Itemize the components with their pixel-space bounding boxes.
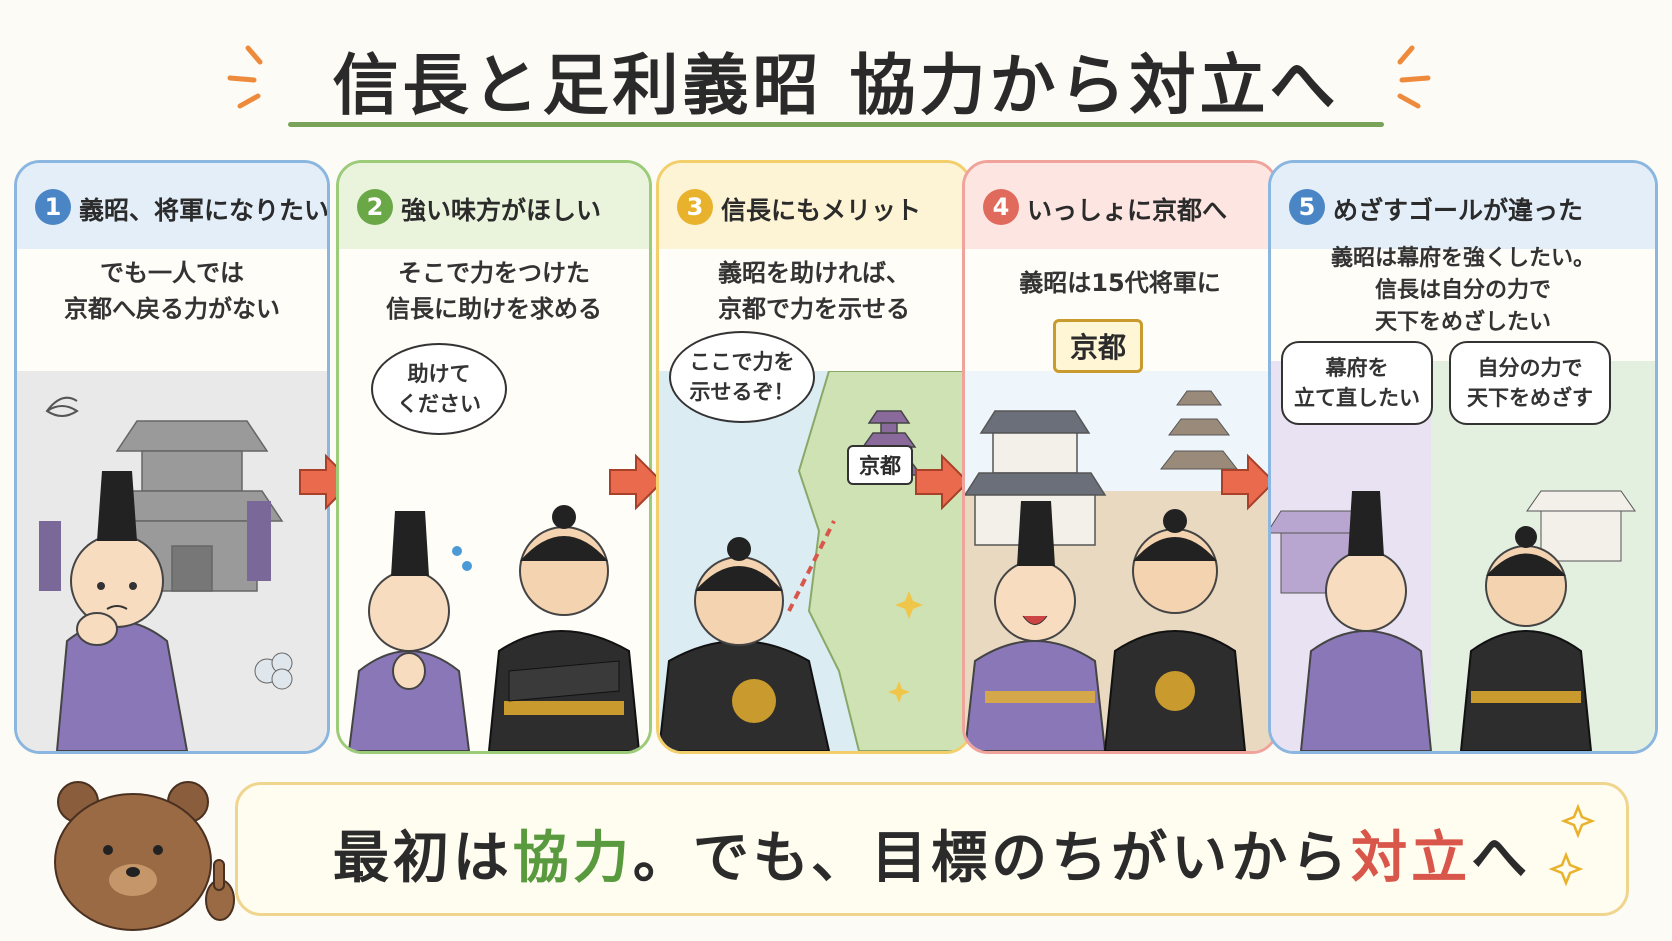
step-number: 3 — [677, 189, 713, 225]
panel-5-header: 5 めざすゴールが違った — [1271, 163, 1655, 249]
castle-icon — [100, 420, 284, 592]
panel-1-heading: 義昭、将軍になりたい — [79, 196, 330, 225]
panel-5: 5 めざすゴールが違った 義昭は幕府を強くしたい。 信長は自分の力で 天下をめざ… — [1268, 160, 1658, 754]
page-title: 信長と足利義昭 協力から対立へ — [332, 47, 1340, 124]
sparkle-icon — [1397, 45, 1431, 109]
panel-1: 1 義昭、将軍になりたい でも一人では 京都へ戻る力がない — [14, 160, 330, 754]
summary-text: 最初は協力。でも、目標のちがいから対立へ — [332, 826, 1532, 891]
panel-3-caption: 義昭を助ければ、 京都で力を示せる — [718, 259, 910, 323]
bear-mascot — [54, 781, 235, 931]
panel-2-caption: そこで力をつけた 信長に助けを求める — [386, 259, 602, 323]
route-arrow — [787, 520, 836, 612]
castle-icon — [1526, 490, 1636, 562]
arrow-right-icon — [915, 453, 970, 511]
speech-bubble: 助けて ください — [371, 343, 507, 435]
panel-3: 3 信長にもメリット 義昭を助ければ、 京都で力を示せる ここで力を 示せるぞ！… — [656, 160, 972, 754]
summary-banner: 最初は協力。でも、目標のちがいから対立へ — [235, 782, 1629, 916]
panel-1-caption: でも一人では 京都へ戻る力がない — [64, 259, 280, 323]
panel-5-heading: めざすゴールが違った — [1333, 196, 1584, 225]
step-number: 5 — [1289, 189, 1325, 225]
panel-4: 4 いっしょに京都へ 義昭は15代将軍に 京都 — [962, 160, 1278, 754]
panel-3-header: 3 信長にもメリット — [659, 163, 969, 249]
sigh-cloud — [254, 652, 293, 690]
step-number: 2 — [357, 189, 393, 225]
panel-2-heading: 強い味方がほしい — [401, 196, 602, 225]
panel-5-caption: 義昭は幕府を強くしたい。 信長は自分の力で 天下をめざしたい — [1330, 246, 1595, 335]
panel-4-caption: 義昭は15代将軍に — [1019, 269, 1221, 297]
nobunaga-figure — [487, 505, 641, 751]
sparkle-icon — [888, 591, 923, 703]
speech-bubble: ここで力を 示せるぞ！ — [669, 331, 815, 423]
sparkle-icon — [1548, 803, 1596, 887]
step-number: 1 — [35, 189, 71, 225]
map-label-kyoto: 京都 — [847, 445, 913, 485]
nobunaga-figure — [1459, 526, 1593, 751]
step-number: 4 — [983, 189, 1019, 225]
yoshiaki-figure — [55, 471, 189, 751]
panel-4-heading: いっしょに京都へ — [1027, 196, 1228, 225]
speech-bubble-left: 幕府を 立て直したい — [1281, 341, 1433, 425]
title-area: 信長と足利義昭 協力から対立へ — [0, 18, 1672, 138]
title-underline — [288, 122, 1384, 127]
panel-5-illustration — [1271, 361, 1655, 751]
sparkle-icon — [227, 45, 263, 109]
panel-3-heading: 信長にもメリット — [721, 196, 922, 225]
panel-4-illustration — [965, 371, 1275, 751]
nobunaga-figure — [659, 537, 831, 751]
speech-bubble-right: 自分の力で 天下をめざす — [1449, 341, 1611, 425]
map-land — [797, 371, 969, 751]
panel-1-illustration — [17, 371, 327, 751]
sweat-icon — [452, 546, 472, 571]
nobunaga-figure — [1103, 509, 1247, 751]
panel-3-illustration — [659, 371, 969, 751]
yoshiaki-figure — [1299, 491, 1433, 751]
panel-1-header: 1 義昭、将軍になりたい — [17, 163, 327, 249]
yoshiaki-figure — [965, 501, 1107, 751]
panel-4-header: 4 いっしょに京都へ — [965, 163, 1275, 249]
panel-2-header: 2 強い味方がほしい — [339, 163, 649, 249]
panel-2: 2 強い味方がほしい そこで力をつけた 信長に助けを求める 助けて ください — [336, 160, 652, 754]
kyoto-sign: 京都 — [1053, 319, 1144, 373]
arrow-right-icon — [609, 453, 664, 511]
pagoda-icon — [1159, 390, 1239, 470]
arrow-right-icon — [1221, 453, 1276, 511]
yoshiaki-figure — [347, 511, 472, 751]
panel-2-illustration — [339, 371, 649, 751]
